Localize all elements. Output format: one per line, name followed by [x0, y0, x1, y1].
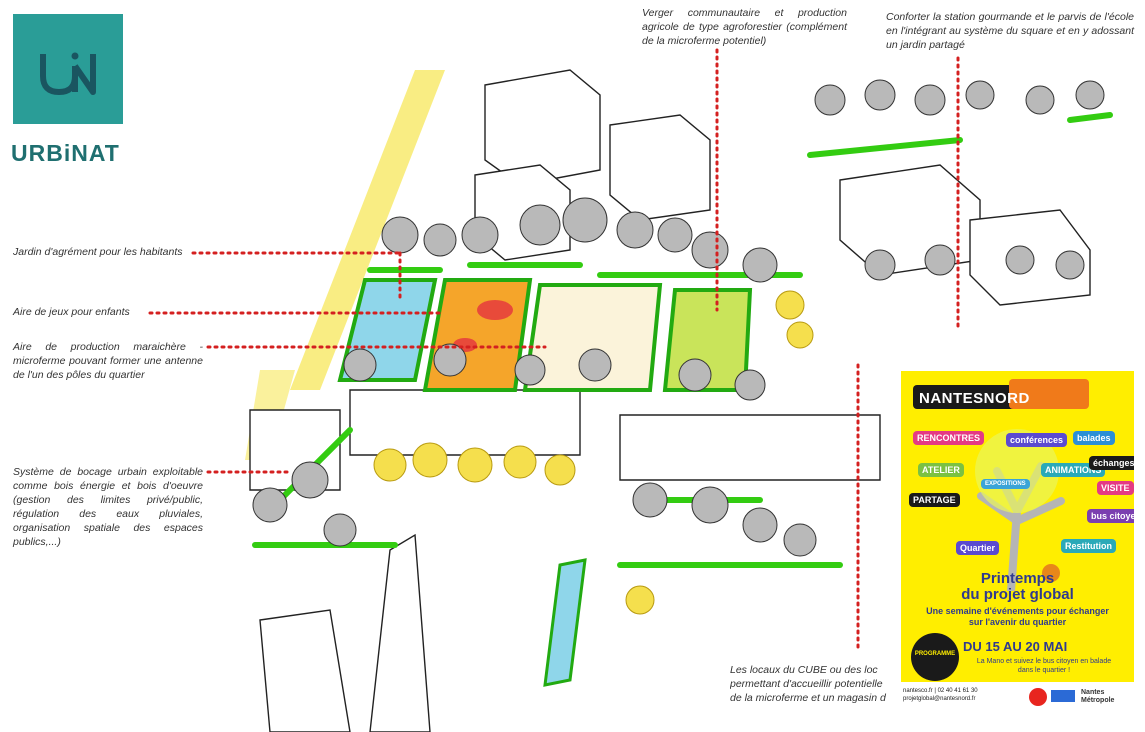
annotation-locaux: Les locaux du CUBE ou des loc permettant… [730, 663, 900, 705]
poster-programme-badge [911, 633, 959, 681]
logo-wordmark: URBiNAT [11, 140, 120, 166]
buildings [249, 69, 1091, 732]
tag-expositions: EXPOSITIONS [981, 479, 1030, 489]
poster-title-line2: du projet global [961, 586, 1074, 603]
poster-programme-label: PROGRAMME [914, 651, 956, 657]
yellow-trees [373, 290, 814, 615]
annotation-station: Conforter la station gourmande et le par… [886, 11, 1134, 51]
tag-conferences: conférences [1006, 433, 1068, 447]
tag-balades: balades [1073, 431, 1115, 445]
tag-atelier: ATELIER [918, 463, 964, 477]
tag-restitution: Restitution [1061, 539, 1116, 553]
tag-rencontres: RENCONTRES [913, 431, 985, 445]
tag-partage: PARTAGE [909, 493, 960, 507]
trees [252, 79, 1105, 557]
partner-nantes-metropole: Nantes Métropole [1081, 689, 1115, 704]
poster-title: Printemps du projet global [901, 571, 1134, 603]
partner-logo-blue [1051, 690, 1075, 702]
tag-quartier: Quartier [956, 541, 1000, 555]
annotation-aire-jeux: Aire de jeux pour enfants [13, 306, 130, 318]
annotation-jardin-agrement: Jardin d'agrément pour les habitants [13, 246, 183, 258]
poster-brand-orange [1009, 379, 1089, 409]
poster-footer-line2: projetglobal@nantesnord.fr [903, 696, 976, 702]
annotation-locaux-line1: Les locaux du CUBE ou des loc [730, 664, 878, 676]
tag-echanges: échanges [1089, 456, 1134, 470]
poster-brand: NANTESNORD [919, 390, 1030, 407]
poster-subtitle: Une semaine d'événements pour échanger s… [926, 606, 1109, 627]
tag-bus-citoyen: bus citoyen [1087, 509, 1134, 523]
annotation-verger: Verger communautaire et production agric… [642, 7, 847, 47]
poster-footer: nantesco.fr | 02 40 41 61 30 projetgloba… [901, 682, 1134, 714]
poster-footer-line1: nantesco.fr | 02 40 41 61 30 [903, 688, 978, 694]
yellow-tree-strip [290, 70, 445, 390]
logo-monogram [40, 52, 96, 96]
annotation-locaux-line2: permettant d'accueillir potentielle [730, 678, 883, 690]
poster-dates: DU 15 AU 20 MAI [963, 639, 1068, 654]
poster-detail: La Mano et suivez le bus citoyen en bala… [976, 658, 1112, 674]
annotation-aire-production: Aire de production maraichère - microfer… [13, 341, 203, 381]
poster-title-line1: Printemps [980, 570, 1055, 587]
tag-visite: VISITE [1097, 481, 1134, 495]
water-channel [543, 558, 587, 687]
urban-sketch-illustration [245, 69, 1113, 732]
annotation-bocage: Système de bocage urbain exploitable com… [13, 466, 203, 548]
event-poster: NANTESNORD RENCONTRES conférences balade… [901, 371, 1134, 714]
partner-logo-red [1029, 688, 1047, 706]
poster-tree-illustration [975, 429, 1065, 591]
annotation-locaux-line3: de la microferme et un magasin d [730, 692, 886, 704]
urbinat-logo [13, 14, 123, 124]
